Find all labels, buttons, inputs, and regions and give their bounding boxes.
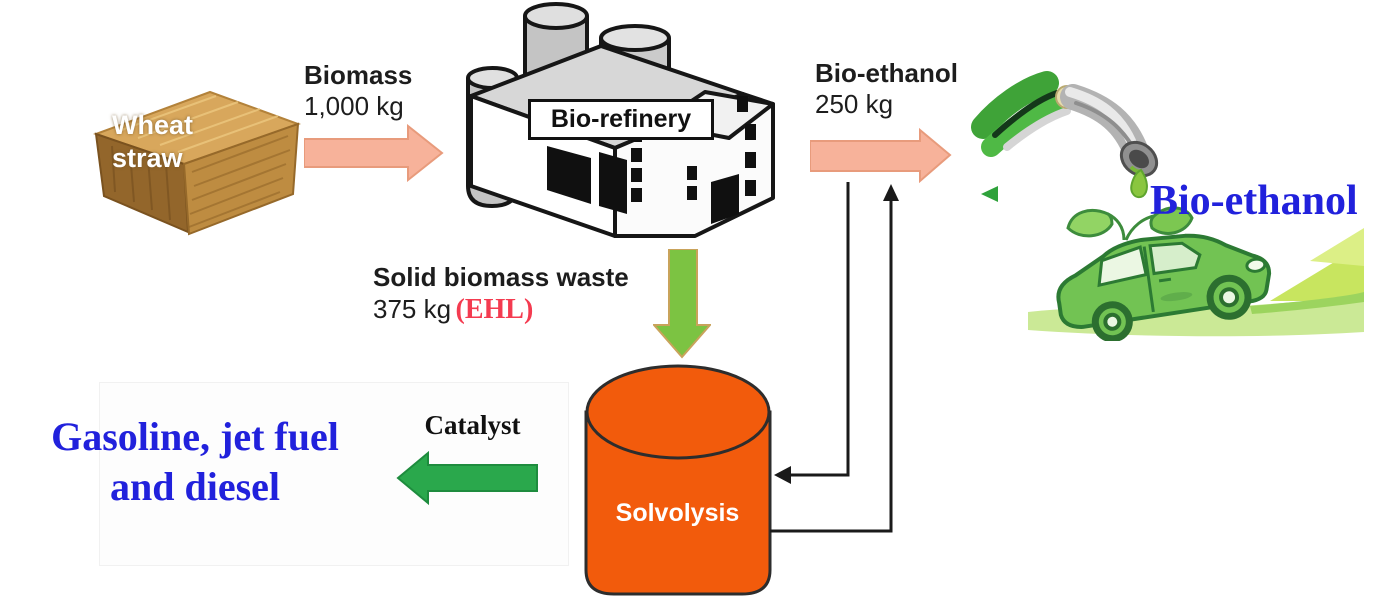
bioethanol-arrow-icon [810, 127, 952, 183]
bioethanol-amount: 250 kg [815, 89, 894, 119]
bioethanol-flow-label: Bio-ethanol 250 kg [815, 58, 958, 120]
products-label: Gasoline, jet fuel and diesel [40, 412, 350, 512]
wheat-straw-line1: Wheat [112, 110, 193, 140]
bioethanol-title: Bio-ethanol [815, 58, 958, 88]
products-line2: and diesel [109, 464, 281, 509]
bio-refinery-building-icon [443, 0, 775, 242]
bio-refinery-label-text: Bio-refinery [550, 105, 692, 133]
drip-triangle-icon [981, 186, 998, 202]
wheat-straw-label: Wheat straw [112, 109, 193, 175]
recycle-line-up [770, 198, 893, 533]
recycle-arrowhead-left [774, 466, 791, 484]
solvolysis-tank-icon [583, 363, 773, 600]
solid-waste-ehl-tag: (EHL) [455, 294, 534, 325]
biomass-amount: 1,000 kg [304, 91, 404, 121]
products-line1: Gasoline, jet fuel [51, 414, 339, 459]
hay-bale-icon [93, 90, 301, 236]
solid-waste-title: Solid biomass waste [373, 262, 629, 292]
catalyst-label: Catalyst [424, 410, 521, 440]
wheat-straw-line2: straw [112, 143, 183, 173]
biomass-arrow-icon [304, 124, 444, 182]
solid-waste-amount: 375 kg [373, 294, 452, 324]
catalyst-left-arrow-icon [396, 450, 538, 506]
waste-down-arrow-icon [653, 249, 711, 359]
biomass-title: Biomass [304, 60, 413, 90]
bio-refinery-label: Bio-refinery [528, 99, 714, 140]
hay-bale-image [82, 80, 307, 248]
bioethanol-product-label: Bio-ethanol [1150, 178, 1358, 224]
solvolysis-label: Solvolysis [615, 499, 740, 527]
recycle-line-down [790, 182, 850, 477]
green-eco-car-icon [1020, 206, 1370, 341]
recycle-arrowhead-up [883, 184, 899, 201]
solid-waste-label: Solid biomass waste 375 kg (EHL) [373, 262, 629, 326]
biomass-flow-label: Biomass 1,000 kg [304, 60, 412, 122]
fuel-pump-nozzle-icon [955, 55, 1185, 210]
